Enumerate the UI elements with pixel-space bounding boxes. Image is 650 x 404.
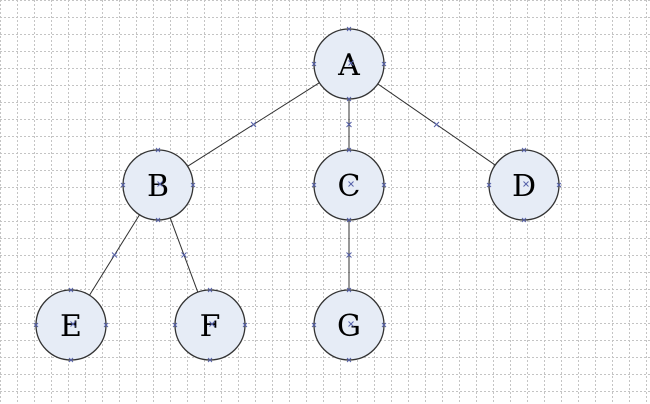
node-C[interactable]: C [311,147,387,223]
connection-point-handle [556,182,562,188]
connection-point-handle [207,357,213,363]
node-center-marker [523,181,529,187]
connection-point-handle [346,147,352,153]
edge-midpoint-handle [181,252,187,258]
connection-point-handle [68,357,74,363]
connection-point-handle [68,287,74,293]
connection-point-handle [521,217,527,223]
node-center-marker [157,181,163,187]
connection-point-handle [381,61,387,67]
edge-midpoint-handle [346,252,352,258]
connection-point-handle [120,182,126,188]
node-G[interactable]: G [311,287,387,363]
connection-point-handle [346,287,352,293]
connection-point-handle [486,182,492,188]
edge-B-E[interactable] [89,214,140,296]
node-E[interactable]: E [33,287,109,363]
edge-midpoint-handle [433,121,440,128]
connection-point-handle [346,357,352,363]
node-center-marker [348,181,354,187]
edge-A-C[interactable] [346,99,352,150]
edge-midpoint-handle [346,121,352,128]
connection-point-handle [346,217,352,223]
connection-point-handle [155,147,161,153]
node-A[interactable]: A [311,26,387,102]
connection-point-handle [172,322,178,328]
connection-point-handle [33,322,39,328]
connection-point-handle [155,217,161,223]
connection-point-handle [346,26,352,32]
connection-point-handle [381,182,387,188]
edge-B-F[interactable] [169,217,199,293]
connection-point-handle [311,322,317,328]
edge-midpoint-handle [250,121,257,128]
connection-point-handle [103,322,109,328]
connection-point-handle [346,96,352,102]
node-B[interactable]: B [120,147,196,223]
node-center-marker [209,321,215,327]
node-center-marker [70,321,76,327]
node-F[interactable]: F [172,287,248,363]
edge-C-G[interactable] [346,220,352,290]
connection-point-handle [521,147,527,153]
connection-point-handle [207,287,213,293]
edges [89,82,496,296]
connection-point-handle [311,182,317,188]
connection-point-handle [190,182,196,188]
edge-A-B[interactable] [187,82,320,167]
node-D[interactable]: D [486,147,562,223]
edge-A-D[interactable] [377,83,496,166]
node-center-marker [348,321,354,327]
connection-point-handle [381,322,387,328]
connection-point-handle [311,61,317,67]
connection-point-handle [242,322,248,328]
node-center-marker [348,60,354,66]
edge-midpoint-handle [111,252,118,258]
